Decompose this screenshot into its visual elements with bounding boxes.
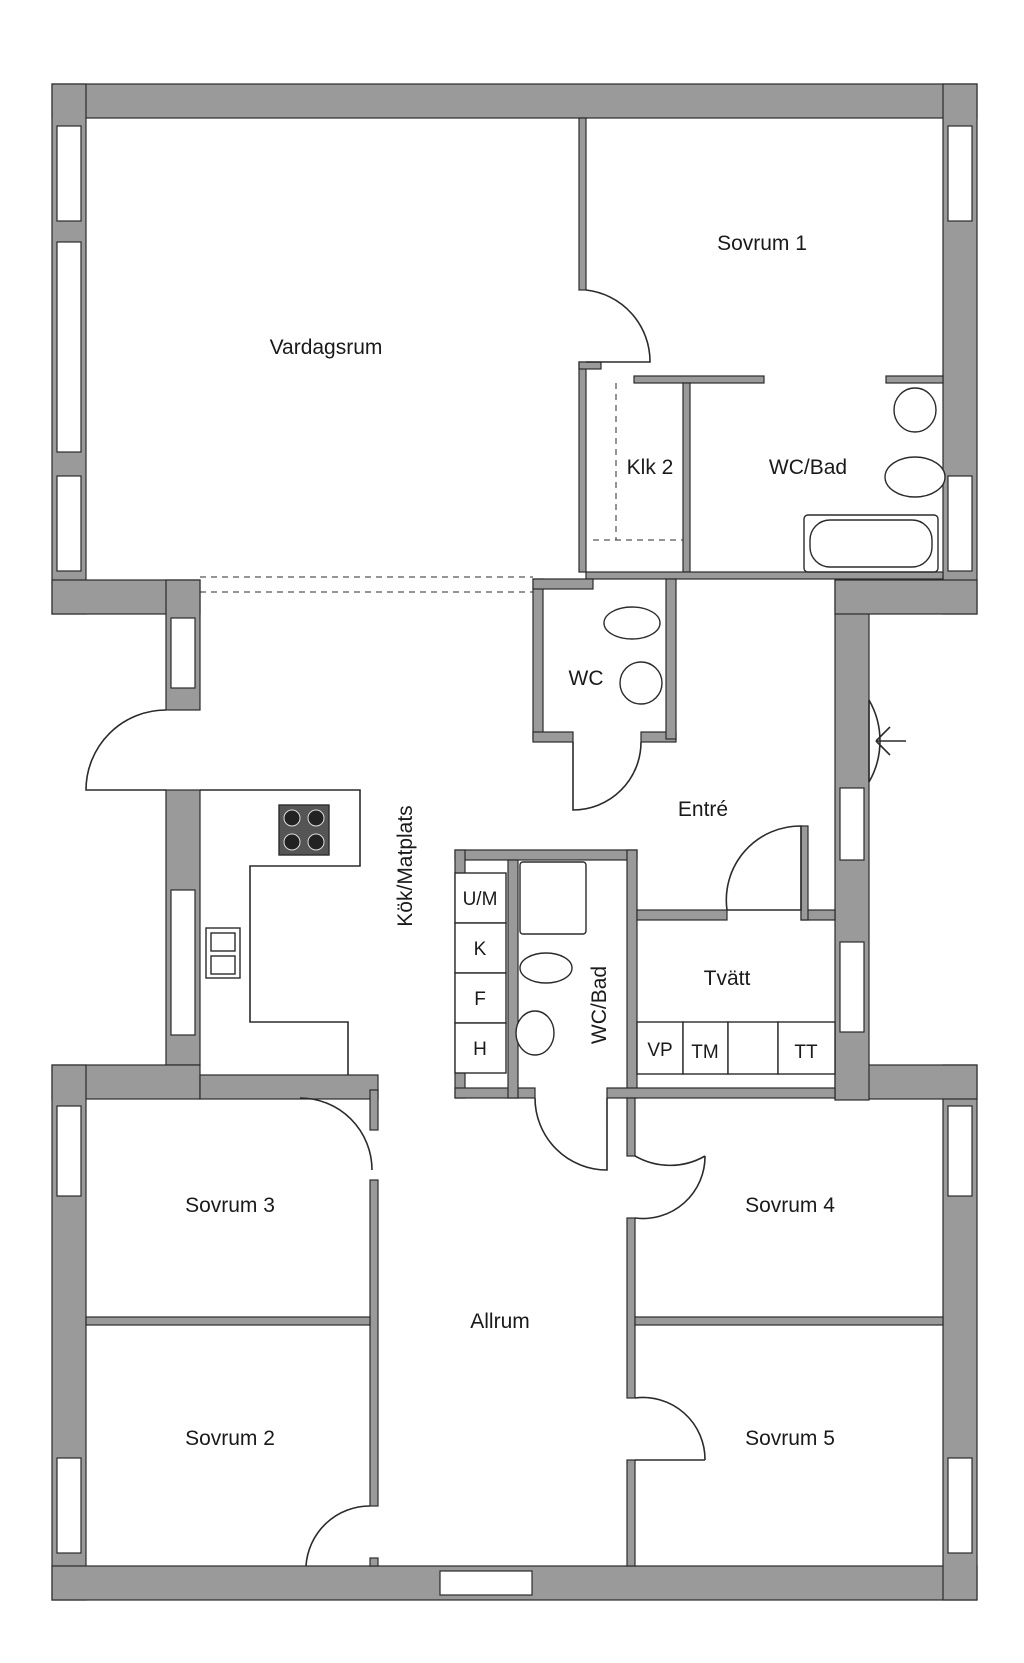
laundry-label: VP bbox=[647, 1040, 672, 1061]
doors bbox=[85, 289, 906, 1567]
laundry-label: TT bbox=[794, 1042, 818, 1063]
room-label-kok: Kök/Matplats bbox=[394, 805, 417, 926]
room-label-wc: WC bbox=[569, 667, 604, 690]
room-label-vardagsrum: Vardagsrum bbox=[270, 336, 383, 359]
cabinet-label: F bbox=[474, 989, 486, 1010]
room-label-entre: Entré bbox=[678, 798, 728, 821]
windows bbox=[56, 125, 973, 1596]
kitchen-counter bbox=[200, 789, 361, 1075]
room-label-sovrum5: Sovrum 5 bbox=[745, 1427, 835, 1450]
opening-lines bbox=[200, 383, 683, 593]
cabinet-label: U/M bbox=[463, 889, 498, 910]
room-label-klk2: Klk 2 bbox=[627, 456, 674, 479]
cabinet-label: K bbox=[474, 939, 487, 960]
room-label-sovrum3: Sovrum 3 bbox=[185, 1194, 275, 1217]
room-label-sovrum1: Sovrum 1 bbox=[717, 232, 807, 255]
room-label-allrum: Allrum bbox=[470, 1310, 530, 1333]
room-label-tvatt: Tvätt bbox=[704, 967, 751, 990]
cabinet-labels: U/M K F H VP TM TT bbox=[463, 889, 818, 1063]
interior-walls bbox=[85, 117, 944, 1567]
room-label-wcbad-mid: WC/Bad bbox=[588, 966, 611, 1044]
room-label-sovrum2: Sovrum 2 bbox=[185, 1427, 275, 1450]
room-label-sovrum4: Sovrum 4 bbox=[745, 1194, 835, 1217]
exterior-walls bbox=[51, 83, 978, 1601]
room-labels: Vardagsrum Sovrum 1 Klk 2 WC/Bad WC Entr… bbox=[185, 232, 847, 1450]
storage-cabinets bbox=[454, 872, 836, 1075]
cabinet-label: H bbox=[473, 1039, 487, 1060]
laundry-label: TM bbox=[691, 1042, 718, 1063]
room-label-wcbad-top: WC/Bad bbox=[769, 456, 847, 479]
